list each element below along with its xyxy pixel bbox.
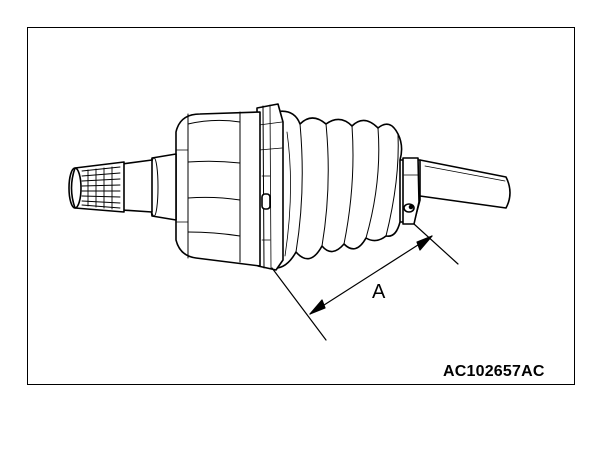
dimension-label-a: A [372,281,386,303]
large-boot-band [256,103,284,271]
figure-code: AC102657AC [443,363,545,380]
dimension-a-lines [271,223,459,341]
small-boot-band [397,157,421,225]
shaft-neck [121,153,177,221]
drive-shaft [419,159,511,209]
splined-stub-shaft [68,161,125,213]
joint-housing [175,111,261,267]
bellows-boot [271,110,403,269]
